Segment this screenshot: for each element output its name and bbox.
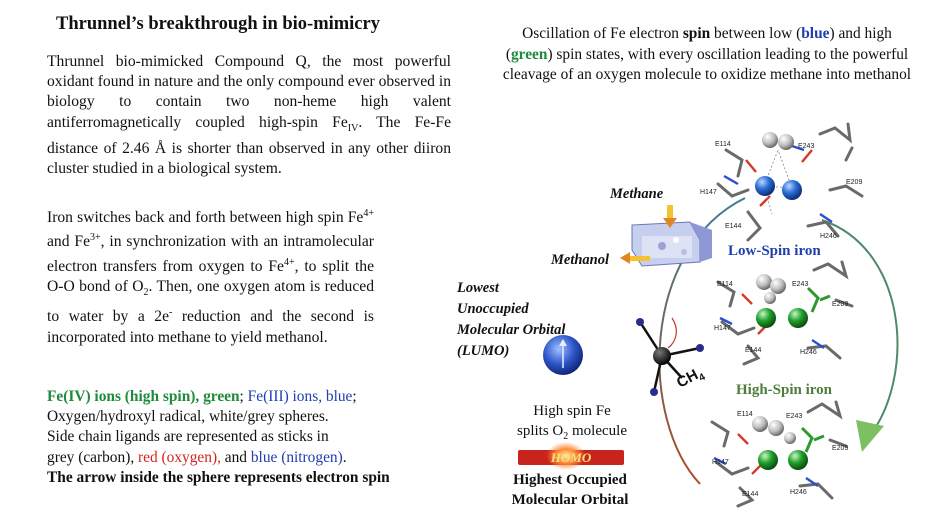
lumo-label: Lowest Unoccupied Molecular Orbital (LUM… xyxy=(457,278,565,362)
mech-text-6: reduction and the second is incorporated… xyxy=(47,308,374,346)
methane-reactor-icon xyxy=(620,205,712,267)
homo-line-1: Highest Occupied xyxy=(513,472,627,488)
intro-paragraph: Thrunnel bio-mimicked Compound Q, the mo… xyxy=(47,52,451,179)
legend-carbon: grey (carbon), xyxy=(47,448,139,466)
homo-line-2: Molecular Orbital xyxy=(511,492,629,508)
cap-blue: blue xyxy=(801,25,830,42)
ch4-molecule xyxy=(636,317,704,396)
residue-label: E243 xyxy=(798,143,814,150)
mech-sup-5: - xyxy=(169,307,173,319)
cap-5: ) and high ( xyxy=(505,25,892,63)
mech-text-2: and Fe xyxy=(47,233,90,251)
legend-period: . xyxy=(342,448,347,466)
methanol-label: Methanol xyxy=(551,252,610,268)
lumo-line-3: Molecular Orbital xyxy=(457,322,566,338)
mech-text-4: , to split the O-O bond of O xyxy=(47,257,374,296)
residue-label: H246 xyxy=(820,233,837,240)
residue-label: E243 xyxy=(786,413,802,420)
legend-fe3: Fe(III) ions, blue xyxy=(247,388,353,405)
legend-nitrogen: blue (nitrogen) xyxy=(250,448,343,466)
residue-label: H147 xyxy=(714,325,731,332)
legend-spin-arrow: The arrow inside the sphere represents e… xyxy=(47,468,390,486)
legend-sidechain: Side chain ligands are represented as st… xyxy=(47,428,329,446)
lumo-line-2: Unoccupied xyxy=(457,301,529,317)
mech-sup-1: 4+ xyxy=(363,208,374,219)
residue-label: E144 xyxy=(742,491,758,498)
residue-label: H147 xyxy=(700,189,717,196)
lumo-line-4: (LUMO) xyxy=(457,343,510,359)
intro-text-rest: . The Fe-Fe distance of 2.46 Å is shorte… xyxy=(47,113,451,178)
homo-label: HOMO xyxy=(550,450,592,465)
ch4-sub: 4 xyxy=(697,371,707,384)
legend-and: and xyxy=(220,448,251,466)
intro-text: Thrunnel bio-mimicked Compound Q, the mo… xyxy=(47,53,451,131)
methane-label: Methane xyxy=(610,186,664,202)
legend-line-ions: Fe(IV) ions (high spin), green; Fe(III) … xyxy=(47,387,477,407)
intro-subscript: IV xyxy=(347,122,359,134)
residue-label: H246 xyxy=(790,489,807,496)
lumo-line-1: Lowest xyxy=(457,280,499,296)
cycle-arrow-head xyxy=(856,420,884,452)
color-legend: Fe(IV) ions (high spin), green; Fe(III) … xyxy=(47,387,477,488)
residue-label: E114 xyxy=(737,411,753,418)
page-title: Thrunnel’s breakthrough in bio-mimicry xyxy=(56,14,380,34)
mech-sub-4: 2 xyxy=(143,287,149,299)
hs-line-1: High spin Fe xyxy=(533,403,611,419)
residue-label: H147 xyxy=(712,459,729,466)
cap-spin: spin xyxy=(682,25,711,42)
cycle-arrow-right xyxy=(821,219,899,439)
residue-label: E209 xyxy=(846,179,862,186)
mech-text-3: , in synchronization with an intramolecu… xyxy=(47,233,374,275)
lumo-sphere xyxy=(543,335,583,375)
legend-colors-line: grey (carbon), red (oxygen), and blue (n… xyxy=(47,448,477,468)
ch4-text: CH xyxy=(674,366,701,391)
residue-label: H246 xyxy=(800,349,817,356)
high-spin-iron-label: High-Spin iron xyxy=(736,382,833,398)
mech-sup-3: 4+ xyxy=(283,256,295,268)
reaction-arc xyxy=(658,197,746,485)
hs-text-a: splits O xyxy=(517,423,564,439)
residue-label: E144 xyxy=(725,223,741,230)
ch4-label: CH4 xyxy=(674,364,708,395)
homo-bar xyxy=(518,442,624,470)
low-spin-iron-label: Low-Spin iron xyxy=(728,243,821,259)
legend-oxygen-color: red (oxygen), xyxy=(138,448,221,466)
legend-sep: ; xyxy=(239,388,248,405)
residue-label: E114 xyxy=(717,281,733,288)
active-site-high-spin-bottom xyxy=(710,400,848,508)
mechanism-paragraph: Iron switches back and forth between hig… xyxy=(47,204,374,348)
legend-oxygen: Oxygen/hydroxyl radical, white/grey sphe… xyxy=(47,408,329,426)
residue-label: E209 xyxy=(832,445,848,452)
hs-line-2: splits O2 molecule xyxy=(512,421,632,447)
cap-1: Oscillation of Fe electron xyxy=(522,25,683,42)
residue-label: E114 xyxy=(715,141,731,148)
legend-sep-2: ; xyxy=(352,388,357,405)
mech-text-1: Iron switches back and forth between hig… xyxy=(47,209,364,227)
active-site-high-spin-mid xyxy=(716,260,854,366)
hs-text-c: molecule xyxy=(568,423,627,439)
active-site-low-spin xyxy=(716,122,864,242)
cap-3: between low ( xyxy=(710,25,802,42)
residue-label: E243 xyxy=(792,281,808,288)
legend-fe4: Fe(IV) ions (high spin), green xyxy=(47,388,240,405)
hs-sub: 2 xyxy=(563,431,569,442)
residue-label: E209 xyxy=(832,301,848,308)
cap-green: green xyxy=(510,45,548,63)
cap-7: ) spin states, with every oscillation le… xyxy=(502,45,912,84)
diagram-caption: Oscillation of Fe electron spin between … xyxy=(500,24,914,86)
mech-sup-2: 3+ xyxy=(89,232,101,244)
residue-label: E144 xyxy=(745,347,761,354)
homo-description: Highest Occupied Molecular Orbital xyxy=(500,470,640,510)
mech-text-5: . Then, one oxygen atom is reduced to wa… xyxy=(47,278,374,326)
high-spin-fe-note: High spin Fe splits O2 molecule xyxy=(512,401,632,447)
